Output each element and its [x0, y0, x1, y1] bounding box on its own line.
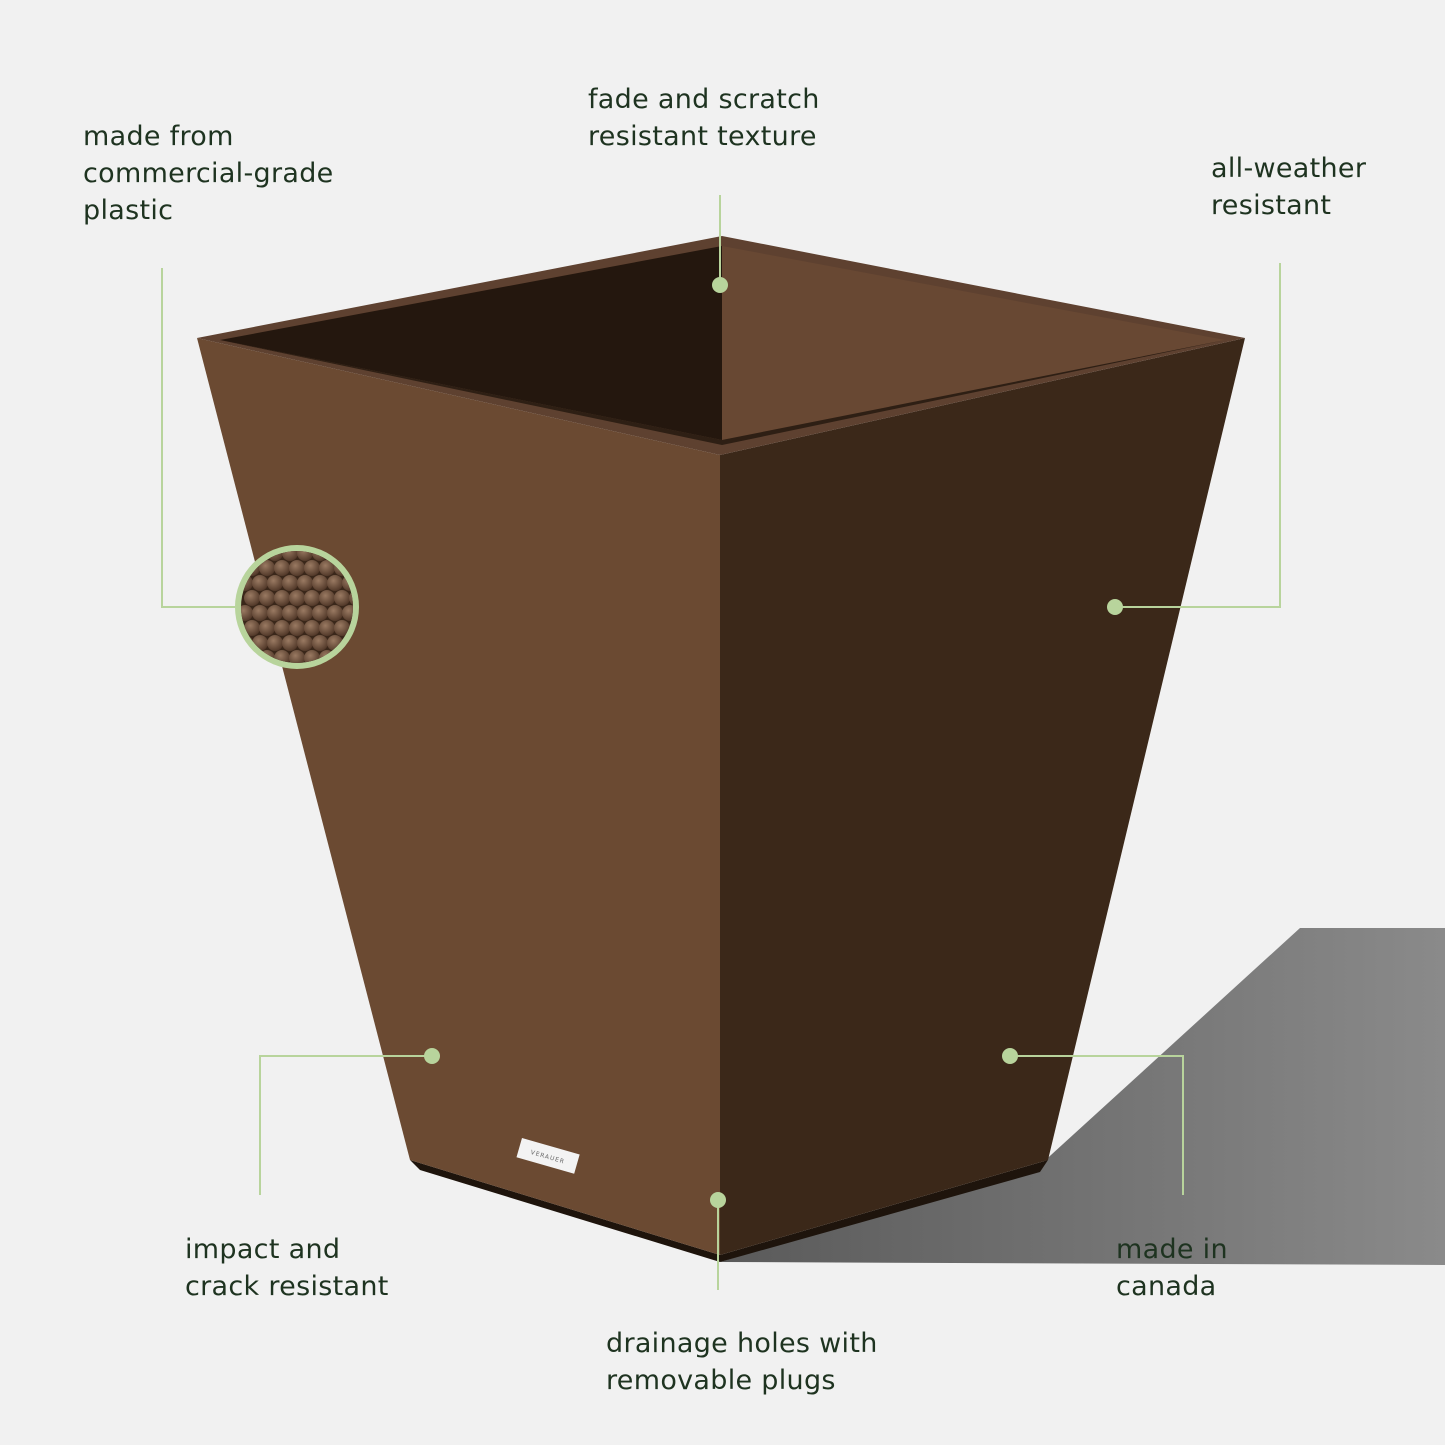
texture-pellet [289, 590, 305, 606]
line-impact [259, 1055, 432, 1195]
texture-pellet [297, 605, 313, 621]
texture-pellet [304, 560, 320, 576]
texture-pellet [319, 620, 335, 636]
texture-pellet [282, 575, 298, 591]
planter-right-face [720, 338, 1245, 1255]
planter-inner-back-right [722, 246, 1225, 440]
texture-pellet [334, 620, 350, 636]
texture-pellet [342, 605, 353, 621]
texture-pellet [282, 551, 298, 561]
texture-pellet [274, 560, 290, 576]
texture-pellet [252, 575, 268, 591]
callout-canada: made in canada [1116, 1234, 1228, 1302]
texture-pellet [244, 620, 260, 636]
line-canada [1010, 1055, 1184, 1195]
callout-drainage: drainage holes with removable plugs [606, 1328, 878, 1396]
texture-pellet [297, 635, 313, 651]
callout-impact: impact and crack resistant [185, 1234, 389, 1302]
texture-pellet [312, 575, 328, 591]
texture-pellet [297, 551, 313, 561]
texture-pellet [319, 560, 335, 576]
texture-pellet [312, 635, 328, 651]
line-material [161, 268, 235, 608]
dot-drainage [710, 1192, 726, 1208]
texture-pellet [289, 560, 305, 576]
texture-pellet [304, 620, 320, 636]
texture-pellet [327, 605, 343, 621]
texture-pellet [267, 635, 283, 651]
texture-pellet [312, 605, 328, 621]
texture-pellet [334, 590, 350, 606]
texture-magnifier [235, 545, 359, 669]
texture-pellet [274, 620, 290, 636]
planter-inner-back-left [220, 246, 722, 440]
dot-canada [1002, 1048, 1018, 1064]
texture-pellet [289, 620, 305, 636]
texture-pellet [297, 575, 313, 591]
texture-pellet [267, 575, 283, 591]
texture-pellet [289, 650, 305, 663]
floor-shadow [720, 928, 1445, 1265]
dot-weather [1107, 599, 1123, 615]
line-weather [1115, 263, 1281, 608]
texture-pellet [274, 590, 290, 606]
planter-left-face [197, 338, 720, 1255]
callout-lines [161, 195, 1281, 1290]
texture-pellet [282, 605, 298, 621]
texture-pellet [259, 590, 275, 606]
texture-pellet [259, 620, 275, 636]
texture-pellet [304, 590, 320, 606]
callout-material: made from commercial-grade plastic [83, 121, 334, 226]
texture-pellet [241, 605, 253, 621]
texture-pellet [241, 551, 253, 561]
texture-pellet [319, 590, 335, 606]
texture-pellet [244, 590, 260, 606]
brand-logo: VERAUER [516, 1138, 580, 1174]
callout-weather: all-weather resistant [1211, 153, 1367, 221]
dot-texture [712, 277, 728, 293]
dot-impact [424, 1048, 440, 1064]
texture-pellet [259, 560, 275, 576]
texture-pellet [267, 605, 283, 621]
texture-pellet [282, 635, 298, 651]
texture-pellet [327, 575, 343, 591]
callout-texture: fade and scratch resistant texture [588, 84, 820, 152]
texture-pellet [252, 605, 268, 621]
